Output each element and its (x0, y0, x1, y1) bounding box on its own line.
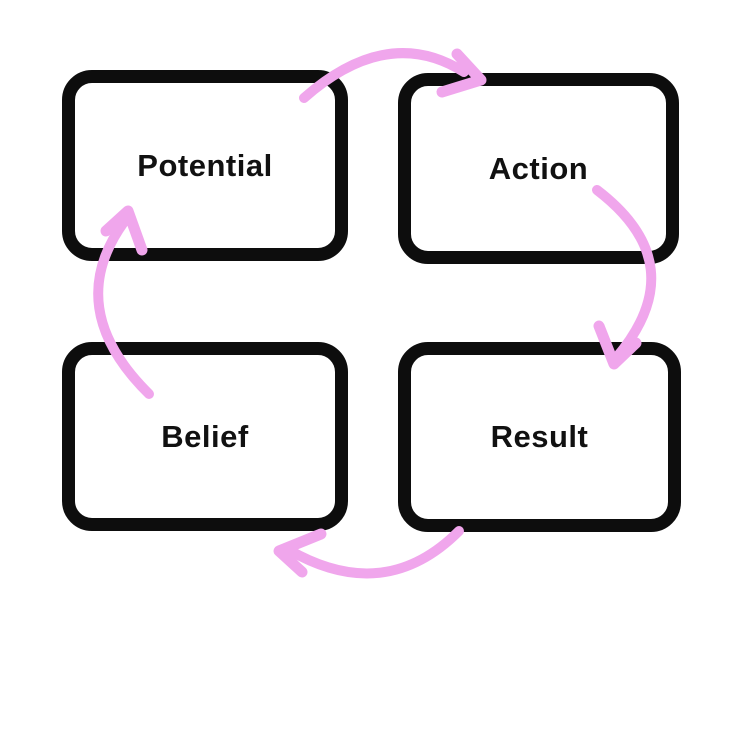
node-belief-label: Belief (161, 418, 249, 454)
arrow-left-head-icon (273, 528, 327, 578)
node-potential: Potential (62, 70, 348, 261)
node-action: Action (398, 73, 679, 264)
arrow-result-to-belief-curve (284, 526, 464, 579)
node-action-label: Action (488, 150, 589, 186)
node-potential-label: Potential (137, 147, 273, 183)
node-result: Result (398, 342, 681, 532)
node-belief: Belief (62, 342, 348, 531)
node-result-label: Result (490, 419, 589, 454)
arrow-result-to-belief (273, 526, 464, 579)
